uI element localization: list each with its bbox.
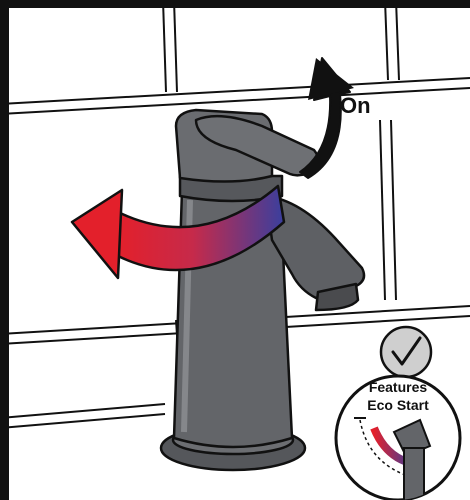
badge-title-line1: Features <box>369 379 428 395</box>
eco-start-badge: Features Eco Start <box>336 376 460 500</box>
checkmark-badge <box>381 327 431 377</box>
on-label: On <box>340 93 371 118</box>
mini-tap-body <box>404 448 424 500</box>
badge-title-line2: Eco Start <box>367 397 429 413</box>
